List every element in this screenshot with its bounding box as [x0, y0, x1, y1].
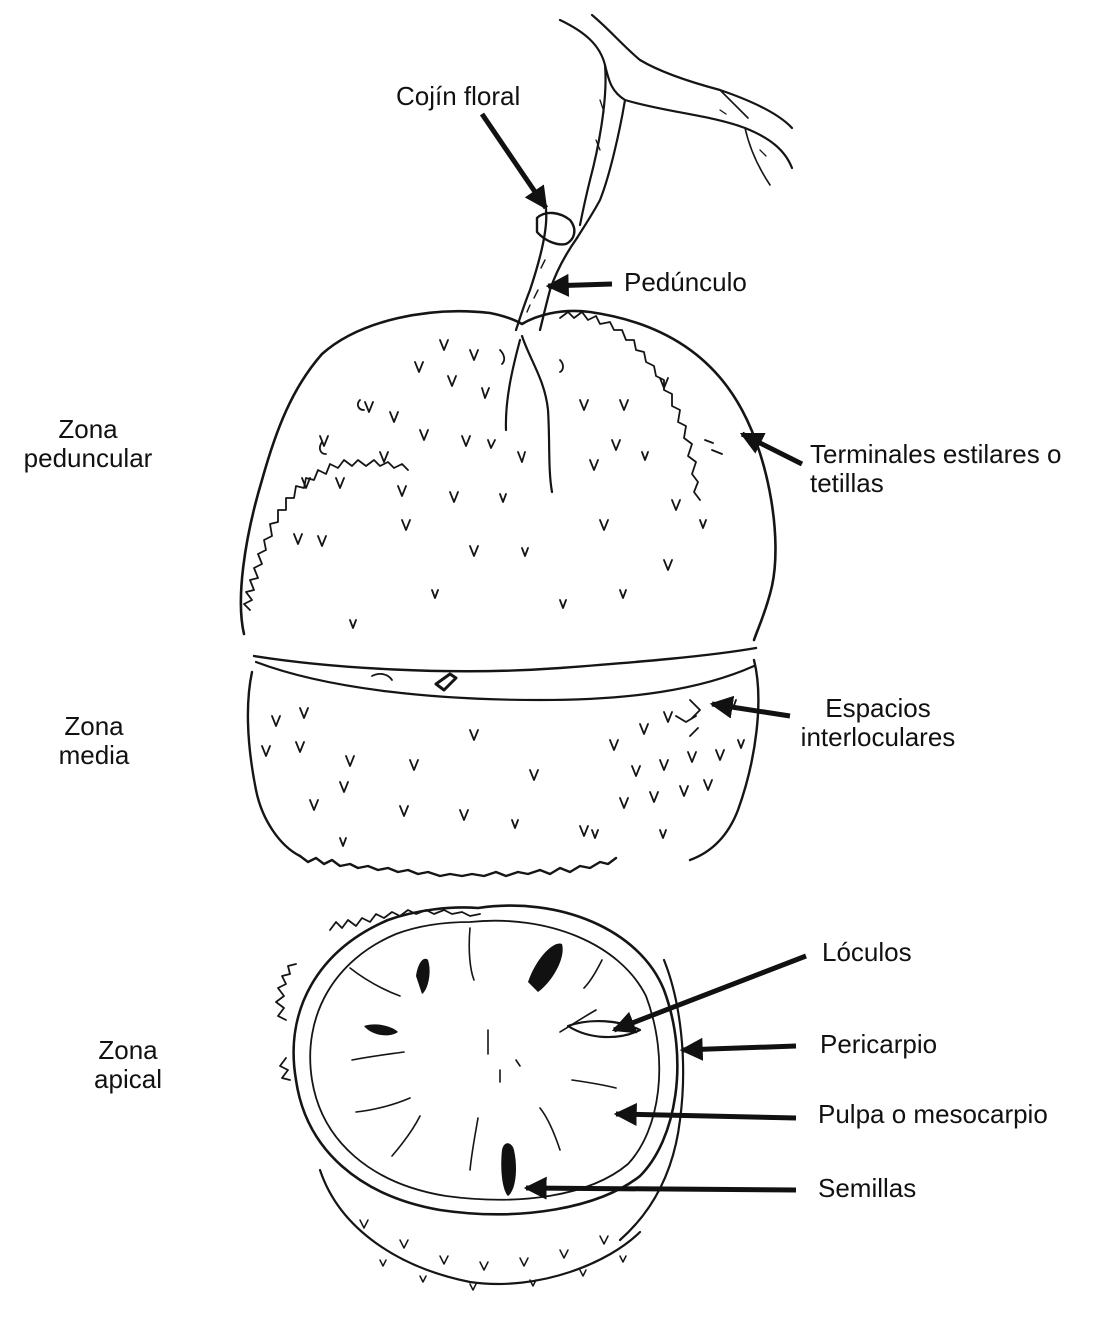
cojin-floral-label: Cojín floral	[396, 82, 520, 111]
espacios-line1: Espacios	[790, 694, 966, 723]
zone-peduncular-line2: peduncular	[18, 444, 158, 473]
pedunculo-arrow	[548, 284, 612, 286]
zone-apical-line2: apical	[58, 1065, 198, 1094]
espacios-label: Espacios interloculares	[790, 694, 966, 752]
zone-media-line1: Zona	[24, 712, 164, 741]
zone-peduncular-line1: Zona	[18, 415, 158, 444]
espacios-arrow	[712, 704, 790, 716]
espacios-line2: interloculares	[790, 723, 966, 752]
terminales-line1: Terminales estilares o	[810, 440, 1061, 469]
semillas-arrow	[526, 1188, 796, 1190]
semillas-label: Semillas	[818, 1174, 916, 1203]
pedunculo-label: Pedúnculo	[624, 268, 747, 297]
apical-zone-drawing	[276, 906, 683, 1290]
pulpa-label: Pulpa o mesocarpio	[818, 1100, 1048, 1129]
cojin-floral-arrow	[482, 114, 546, 208]
zone-apical-label: Zona apical	[58, 1036, 198, 1094]
zone-media-label: Zona media	[24, 712, 164, 770]
zone-peduncular-label: Zona peduncular	[18, 415, 158, 473]
zone-apical-line1: Zona	[58, 1036, 198, 1065]
middle-zone-drawing	[248, 648, 758, 876]
zone-media-line2: media	[24, 741, 164, 770]
terminales-arrow	[742, 434, 802, 464]
terminales-line2: tetillas	[810, 469, 1061, 498]
peduncular-zone-drawing	[241, 311, 776, 640]
pericarpio-label: Pericarpio	[820, 1030, 937, 1059]
branch	[560, 15, 792, 238]
loculos-arrow	[614, 956, 806, 1030]
pericarpio-arrow	[682, 1046, 796, 1050]
pulpa-arrow	[616, 1114, 796, 1118]
terminales-label: Terminales estilares o tetillas	[810, 440, 1061, 498]
loculos-label: Lóculos	[822, 938, 912, 967]
